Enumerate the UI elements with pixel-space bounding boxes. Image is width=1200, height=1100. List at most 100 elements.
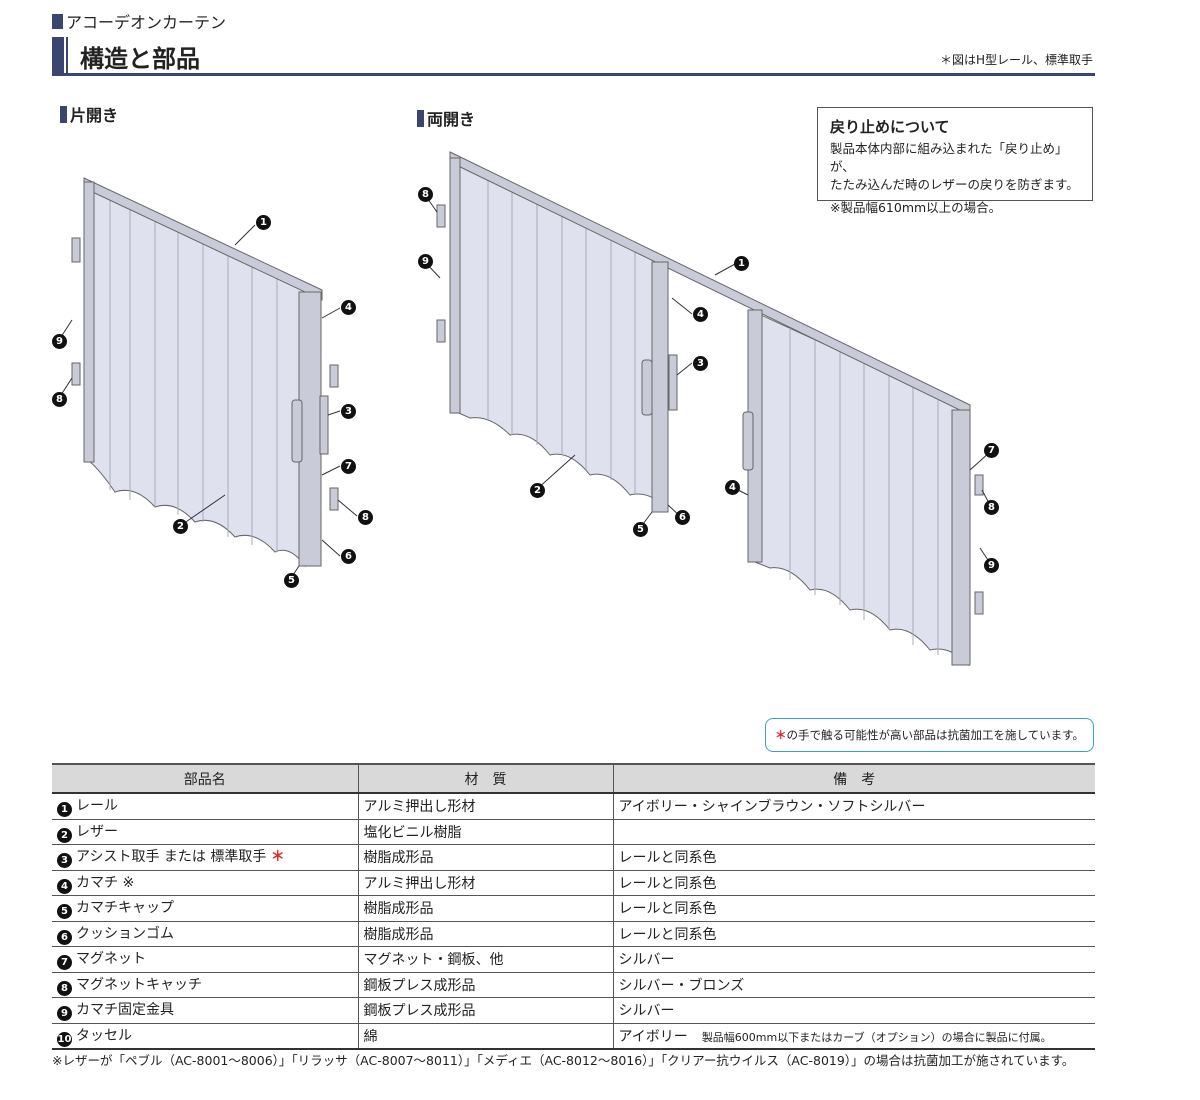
part-number-badge: 10: [57, 1031, 72, 1047]
material-cell: 綿: [357, 1023, 613, 1050]
notes-cell: レールと同系色: [612, 870, 1095, 896]
material-cell: アルミ押出し形材: [357, 793, 613, 820]
antibacterial-note: ＊の手で触る可能性が高い部品は抗菌加工を施しています。: [765, 718, 1094, 752]
double-open-text: 両開き: [427, 110, 476, 129]
part-name: カマチ固定金具: [76, 1002, 174, 1019]
part-name: マグネット: [76, 951, 146, 968]
curtain-illustration: [58, 151, 991, 667]
marker-1: 1: [734, 256, 749, 271]
note-text: レールと同系色: [618, 875, 717, 892]
marker-1: 1: [256, 215, 271, 230]
marker-2: 2: [530, 483, 545, 498]
info-heading: 戻り止めについて: [830, 118, 950, 136]
marker-7: 7: [984, 443, 999, 458]
note-text: レールと同系色: [618, 850, 717, 867]
category-text: アコーデオンカーテン: [66, 13, 227, 32]
marker-8: 8: [358, 510, 373, 525]
part-name: レザー: [76, 823, 118, 840]
marker-4: 4: [725, 480, 740, 495]
material-cell: アルミ押出し形材: [357, 870, 613, 896]
marker-4: 4: [341, 300, 356, 315]
part-number-badge: 1: [57, 802, 72, 818]
part-name: カマチ ※: [76, 874, 135, 891]
part-number-badge: 2: [57, 827, 72, 843]
note-text: レールと同系色: [618, 901, 717, 918]
page-title: 構造と部品: [80, 45, 200, 73]
single-handle: [291, 399, 303, 463]
marker-2: 2: [173, 519, 188, 534]
double-left-kamachi: [651, 261, 669, 513]
title-accent-thin: [66, 37, 68, 75]
single-open-heading: 片開き: [60, 102, 118, 126]
category-marker: [52, 13, 63, 29]
marker-8: 8: [984, 500, 999, 515]
info-line-2: たたみ込んだ時のレザーの戻りを防ぎます。: [830, 177, 1079, 192]
single-open-text: 片開き: [70, 106, 119, 125]
info-line-1: 製品本体内部に組み込まれた「戻り止め」が、: [830, 141, 1068, 174]
notes-cell: シルバー・ブロンズ: [612, 972, 1095, 998]
single-handle-b: [319, 395, 329, 455]
part-name: レール: [76, 798, 118, 815]
part-number-badge: 5: [57, 904, 72, 920]
stopper-info-box: 戻り止めについて 製品本体内部に組み込まれた「戻り止め」が、 たたみ込んだ時のレ…: [817, 107, 1093, 215]
footnote: ※レザーが「ペブル（AC-8001～8006）」「リラッサ（AC-8007～80…: [52, 1053, 1075, 1068]
part-number-badge: 4: [57, 878, 72, 894]
part-number-badge: 7: [57, 955, 72, 971]
notes-cell: レールと同系色: [612, 844, 1095, 871]
marker-8: 8: [52, 392, 67, 407]
marker-6: 6: [675, 510, 690, 525]
section-title-bar: 構造と部品 ＊図はH型レール、標準取手: [52, 37, 1095, 76]
marker-5: 5: [284, 573, 299, 588]
material-cell: 鋼板プレス成形品: [357, 997, 613, 1024]
part-name: カマチキャップ: [76, 900, 174, 917]
material-cell: 塩化ビニル樹脂: [357, 819, 613, 845]
info-note: ※製品幅610mm以上の場合。: [830, 200, 1002, 215]
material-cell: 樹脂成形品: [357, 844, 613, 871]
asterisk-mark: ＊: [774, 728, 787, 742]
material-cell: 鋼板プレス成形品: [357, 972, 613, 998]
marker-9: 9: [418, 254, 433, 269]
notes-cell: [612, 819, 1095, 845]
part-name: アシスト取手 または 標準取手: [76, 849, 267, 866]
antibacterial-mark: ＊: [270, 849, 285, 866]
heading-marker: [60, 105, 67, 123]
marker-5: 5: [633, 522, 648, 537]
material-cell: マグネット・鋼板、他: [357, 946, 613, 973]
material-cell: 樹脂成形品: [357, 895, 613, 922]
title-accent: [52, 37, 64, 75]
single-left-stile: [83, 181, 95, 463]
category-label: アコーデオンカーテン: [52, 9, 226, 33]
part-number-badge: 6: [57, 929, 72, 945]
marker-6: 6: [341, 549, 356, 564]
notes-cell: シルバー: [612, 997, 1095, 1024]
double-open-heading: 両開き: [417, 106, 475, 130]
notes-cell: アイボリー製品幅600mm以下またはカーブ（オプション）の場合に製品に付属。: [612, 1023, 1095, 1050]
note-text: アイボリー・シャインブラウン・ソフトシルバー: [618, 799, 926, 816]
marker-9: 9: [984, 558, 999, 573]
note-subtext: 製品幅600mm以下またはカーブ（オプション）の場合に製品に付属。: [701, 1030, 1052, 1044]
marker-7: 7: [341, 459, 356, 474]
note-text: シルバー・ブロンズ: [618, 977, 745, 994]
notes-cell: レールと同系色: [612, 895, 1095, 922]
antibacterial-text: の手で触る可能性が高い部品は抗菌加工を施しています。: [786, 728, 1084, 742]
note-text: シルバー: [618, 952, 675, 969]
part-name: タッセル: [76, 1027, 132, 1044]
